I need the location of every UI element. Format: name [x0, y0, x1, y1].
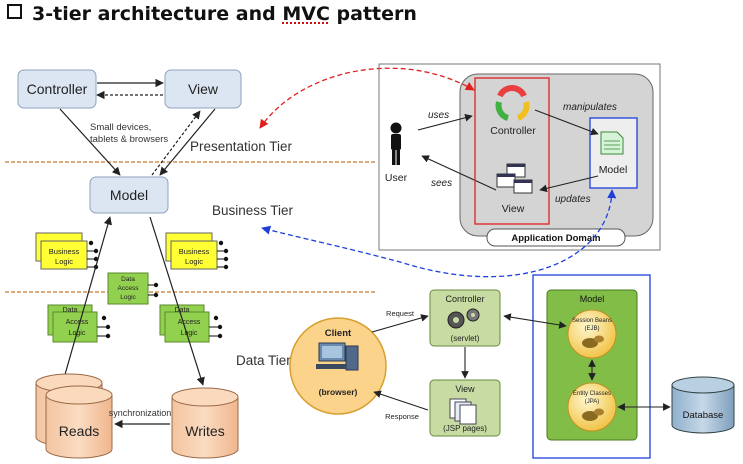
view-windows-icon: [496, 163, 533, 194]
checkbox-bullet-icon: [7, 4, 22, 19]
mvc-panel: User uses sees Controller View Model ma: [378, 63, 661, 251]
reads-label: Reads: [59, 423, 99, 439]
left-view-box: View: [164, 69, 242, 109]
web-model-box: Model Session Beans(EJB) Entity Classes(…: [546, 289, 638, 441]
browser-label: (browser): [319, 387, 358, 397]
manipulates-label: manipulates: [563, 102, 617, 113]
jsp-view-label: View: [455, 384, 475, 394]
left-model-label: Model: [110, 187, 148, 203]
pages-icon: [449, 398, 477, 425]
business-link-blue-arrow: [261, 189, 617, 278]
session-beans-orb: Session Beans(EJB): [567, 309, 617, 359]
web-model-label: Model: [580, 294, 605, 304]
sees-label: sees: [431, 178, 452, 189]
controller-to-model-arrow: [59, 108, 121, 176]
updates-label: updates: [555, 194, 591, 205]
client-circle: Client (browser): [289, 317, 387, 415]
svg-text:Session Beans(EJB): Session Beans(EJB): [572, 318, 612, 332]
view-to-model-arrow: [159, 108, 216, 176]
title-text-mvc: MVC: [282, 3, 330, 25]
uses-label: uses: [428, 110, 449, 121]
writes-label: Writes: [185, 423, 224, 439]
jsp-view-box: View (JSP pages): [429, 379, 501, 437]
left-controller-box: Controller: [17, 69, 97, 109]
user-label: User: [385, 172, 408, 184]
mvc-model-label: Model: [599, 164, 628, 176]
title-text-end: pattern: [329, 3, 417, 25]
servlet-label: (servlet): [451, 334, 480, 343]
response-arrow: [373, 390, 429, 411]
business-tier-label: Business Tier: [212, 203, 294, 218]
writes-database-cylinder: Writes: [171, 387, 239, 459]
slide-title: 3-tier architecture and MVC pattern: [7, 3, 417, 25]
gears-icon: [447, 308, 480, 329]
mvc-controller-label: Controller: [490, 125, 536, 137]
model-to-writes-arrow: [149, 216, 205, 386]
title-text-start: 3-tier architecture and: [32, 3, 283, 25]
manipulates-arrow: [534, 109, 599, 136]
sees-arrow: [421, 155, 497, 191]
application-domain-label: Application Domain: [511, 233, 600, 244]
client-label: Client: [325, 328, 352, 339]
servlet-controller-box: Controller (servlet): [429, 289, 501, 347]
left-controller-label: Controller: [27, 81, 88, 97]
reads-database-cylinders: Reads: [35, 373, 113, 459]
servlet-controller-label: Controller: [445, 294, 484, 304]
left-model-box: Model: [89, 176, 169, 214]
workstation-icon: [316, 342, 359, 371]
response-label: Response: [385, 412, 419, 421]
updates-arrow: [539, 175, 599, 193]
entity-classes-orb: Entity Classes(JPA): [567, 382, 617, 432]
database-label: Database: [683, 410, 724, 421]
jsp-pages-label: (JSP pages): [443, 424, 487, 433]
presentation-tier-label: Presentation Tier: [190, 139, 293, 154]
database-cylinder: Database: [671, 376, 735, 434]
request-label: Request: [386, 309, 415, 318]
controller-model-arrow: [503, 313, 567, 329]
synchronization-label: synchronization: [109, 408, 172, 418]
svg-text:Entity Classes(JPA): Entity Classes(JPA): [573, 391, 611, 405]
request-arrow: [371, 314, 429, 333]
devices-label: Small devices, tablets & browsers: [90, 122, 168, 145]
web-model-highlight: [532, 274, 651, 459]
presentation-link-red-arrow: [259, 67, 475, 129]
left-view-label: View: [188, 81, 219, 97]
model-file-icon: [600, 131, 624, 155]
model-to-view-dashed-arrow: [151, 110, 201, 176]
data-tier-label: Data Tier: [236, 353, 291, 368]
reads-to-model-arrow: [61, 216, 112, 386]
controller-cycle-icon: [495, 85, 530, 121]
mvc-view-label: View: [502, 203, 525, 215]
